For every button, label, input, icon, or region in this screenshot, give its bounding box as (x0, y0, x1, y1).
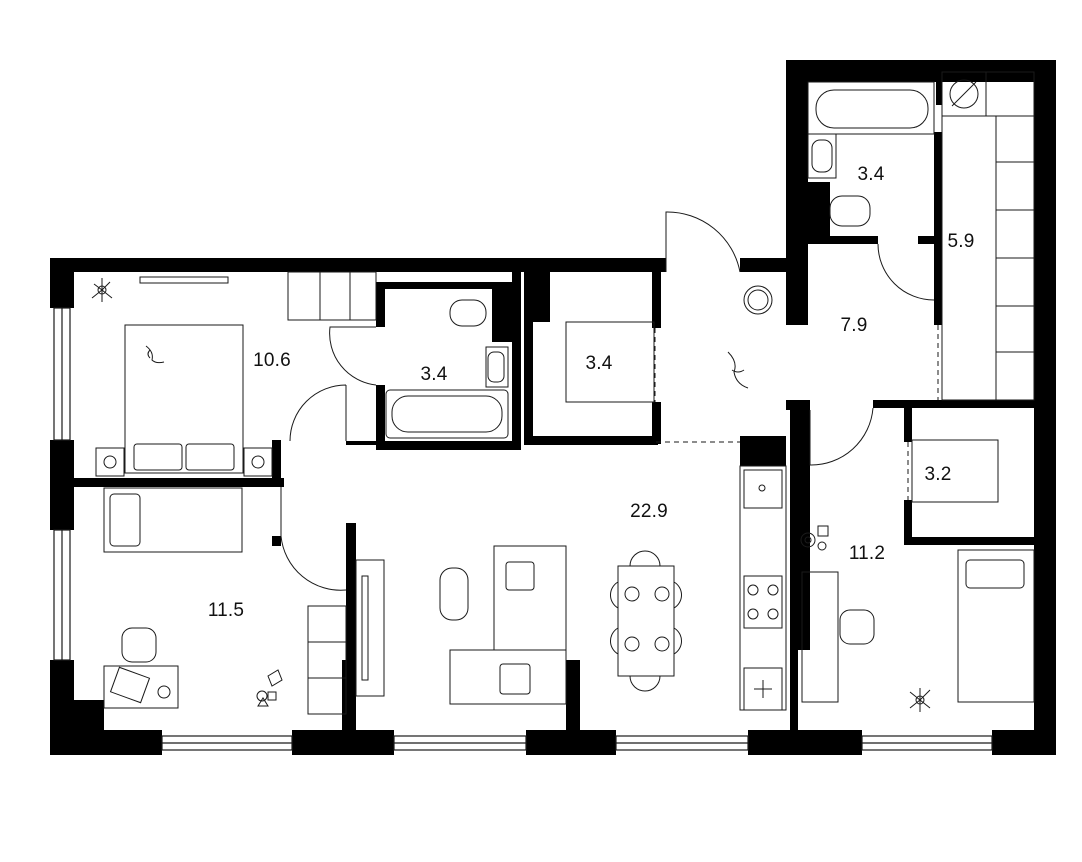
room-area-hall: 7.9 (840, 315, 868, 336)
sink-icon (743, 469, 783, 509)
toilet-icon (449, 299, 487, 327)
plant-icon (91, 278, 113, 302)
room-area-bathroom-1: 3.4 (420, 364, 448, 385)
room-area-storage: 5.9 (947, 231, 975, 252)
laptop-icon (109, 666, 151, 704)
chair-icon (121, 627, 157, 663)
cat-icon (727, 351, 749, 389)
stove-icon (743, 575, 783, 629)
bathtub-icon (385, 389, 509, 439)
bed-icon (124, 324, 244, 474)
dining-table-icon (617, 565, 675, 677)
room-area-wardrobe-2: 3.2 (924, 464, 952, 485)
room-area-bedroom-1: 10.6 (253, 350, 291, 371)
room-area-wardrobe-1: 3.4 (585, 353, 613, 374)
toys-icon (256, 669, 283, 707)
room-area-living-kitchen: 22.9 (630, 501, 668, 522)
walls (50, 60, 1056, 755)
window-icon (53, 307, 993, 751)
fridge-icon (743, 667, 783, 711)
cat-icon (145, 345, 165, 364)
sink-icon (487, 351, 505, 383)
bed-icon (957, 549, 1035, 703)
room-area-bedroom-2: 11.2 (848, 543, 886, 564)
desk-icon (103, 665, 179, 709)
plant-icon (909, 688, 931, 712)
doors (280, 211, 939, 591)
room-area-bathroom-2: 3.4 (857, 164, 885, 185)
fixtures (95, 71, 1035, 715)
room-area-study: 11.5 (207, 600, 245, 621)
